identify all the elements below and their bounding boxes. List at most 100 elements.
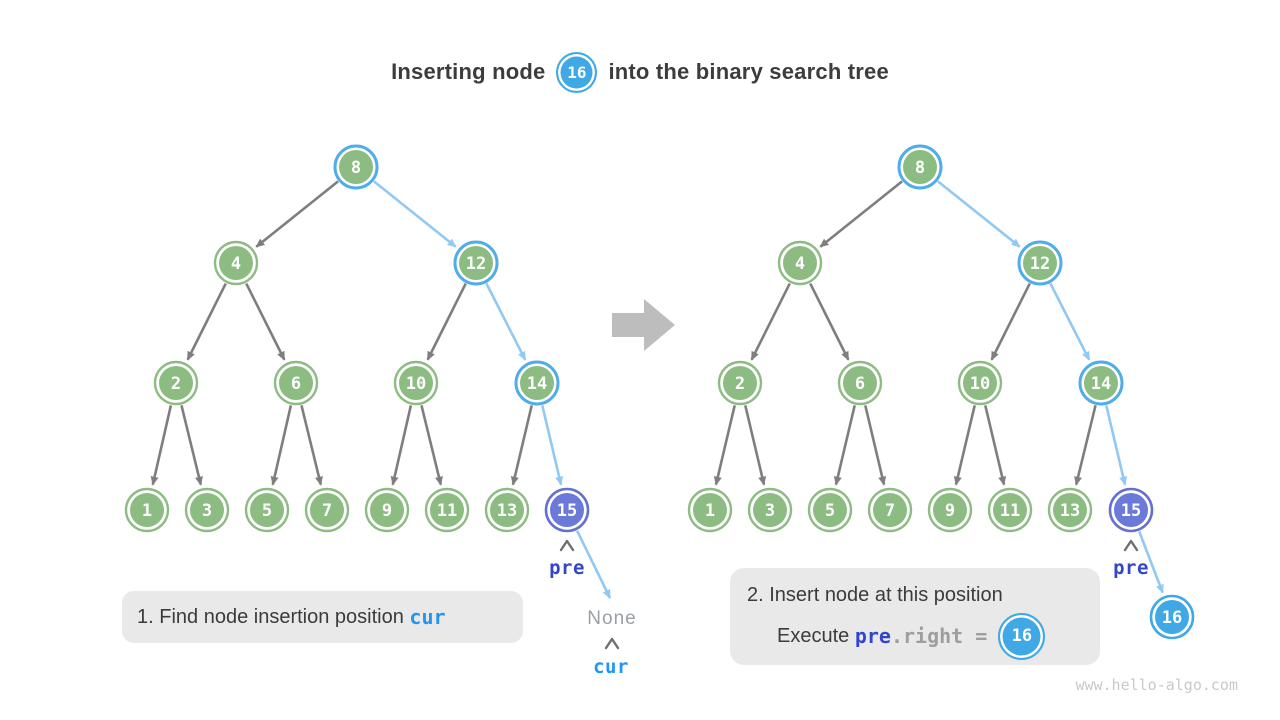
tree-edge xyxy=(390,405,413,486)
tree-node-label: 6 xyxy=(855,374,865,394)
tree-node-label: 5 xyxy=(262,501,272,521)
tree-edge xyxy=(819,180,903,248)
tree-node-label: 4 xyxy=(795,254,805,274)
tree-node-label: 15 xyxy=(557,501,577,521)
tree-node-label: 7 xyxy=(322,501,332,521)
tree-edge xyxy=(180,405,203,486)
tree-edge xyxy=(420,405,443,486)
tree-edge xyxy=(953,405,976,486)
caption-step2-pre-code: pre xyxy=(854,624,891,648)
tree-node-9: 9 xyxy=(927,487,973,533)
tree-node-13: 13 xyxy=(1047,487,1093,533)
pointer-label-none: None xyxy=(587,608,636,629)
tree-node-label: 12 xyxy=(466,254,486,274)
tree-node-9: 9 xyxy=(364,487,410,533)
tree-node-label: 11 xyxy=(1000,501,1020,521)
search-path-edge xyxy=(575,530,612,599)
tree-node-label: 14 xyxy=(1091,374,1111,394)
tree-node-label: 8 xyxy=(915,158,925,178)
tree-edge xyxy=(426,282,467,361)
tree-node-label: 15 xyxy=(1121,501,1141,521)
tree-edge xyxy=(255,180,339,248)
page-title: Inserting node 16 into the binary search… xyxy=(0,50,1280,94)
tree-node-label: 10 xyxy=(970,374,990,394)
tree-edge xyxy=(245,282,286,361)
tree-node-label: 16 xyxy=(1162,608,1182,628)
tree-node-1: 1 xyxy=(687,487,733,533)
search-path-edge xyxy=(937,180,1021,248)
tree-edge xyxy=(270,405,293,486)
pointer-caret-icon xyxy=(559,539,575,552)
caption-step2-line1: 2. Insert node at this position xyxy=(747,583,1003,606)
tree-node-label: 5 xyxy=(825,501,835,521)
tree-node-12: 12 xyxy=(453,240,499,286)
tree-node-15: 15 xyxy=(544,487,590,533)
tree-edge xyxy=(833,405,856,486)
caption-step1: 1. Find node insertion position cur xyxy=(122,591,523,643)
tree-node-10: 10 xyxy=(393,360,439,406)
tree-node-7: 7 xyxy=(304,487,350,533)
tree-node-11: 11 xyxy=(424,487,470,533)
tree-edge xyxy=(713,405,736,486)
tree-node-7: 7 xyxy=(867,487,913,533)
tree-node-label: 6 xyxy=(291,374,301,394)
tree-node-10: 10 xyxy=(957,360,1003,406)
caption-step1-cur-code: cur xyxy=(409,605,446,629)
tree-node-label: 9 xyxy=(382,501,392,521)
tree-node-label: 1 xyxy=(142,501,152,521)
tree-node-label: 10 xyxy=(406,374,426,394)
title-prefix: Inserting node xyxy=(391,59,546,84)
caption-step2-space2 xyxy=(987,625,998,648)
tree-edge xyxy=(750,282,791,361)
tree-node-label: 1 xyxy=(705,501,715,521)
caption-step2-line2: Execute pre .right = 16 xyxy=(747,612,1100,660)
tree-node-label: 11 xyxy=(437,501,457,521)
tree-node-2: 2 xyxy=(153,360,199,406)
tree-node-label: 3 xyxy=(202,501,212,521)
tree-node-2: 2 xyxy=(717,360,763,406)
title-suffix: into the binary search tree xyxy=(608,59,889,84)
tree-node-4: 4 xyxy=(213,240,259,286)
tree-node-3: 3 xyxy=(747,487,793,533)
tree-edge xyxy=(744,405,767,486)
tree-edge xyxy=(864,405,887,486)
tree-node-11: 11 xyxy=(987,487,1033,533)
tree-edge xyxy=(1074,405,1097,486)
tree-node-label: 3 xyxy=(765,501,775,521)
caption-node-16-chip: 16 xyxy=(998,612,1046,660)
transition-arrow-icon xyxy=(612,299,675,351)
pointer-label-pre: pre xyxy=(549,557,585,579)
tree-node-14: 14 xyxy=(1078,360,1124,406)
tree-node-1: 1 xyxy=(124,487,170,533)
tree-node-label: 14 xyxy=(527,374,547,394)
search-path-edge xyxy=(485,282,527,361)
tree-node-label: 8 xyxy=(351,158,361,178)
pointer-caret-icon xyxy=(1123,539,1139,552)
tree-node-label: 13 xyxy=(1060,501,1080,521)
tree-edge xyxy=(984,405,1007,486)
tree-node-16: 16 xyxy=(1149,594,1195,640)
tree-edge xyxy=(510,405,533,486)
tree-node-label: 4 xyxy=(231,254,241,274)
tree-node-13: 13 xyxy=(484,487,530,533)
tree-node-label: 2 xyxy=(735,374,745,394)
tree-node-label: 12 xyxy=(1030,254,1050,274)
tree-node-12: 12 xyxy=(1017,240,1063,286)
tree-node-3: 3 xyxy=(184,487,230,533)
tree-node-label: 2 xyxy=(171,374,181,394)
search-path-edge xyxy=(1049,282,1091,361)
caption-step2-execute: Execute xyxy=(777,624,850,647)
tree-node-6: 6 xyxy=(837,360,883,406)
tree-edge xyxy=(300,405,323,486)
tree-node-4: 4 xyxy=(777,240,823,286)
tree-edge xyxy=(150,405,173,486)
search-path-edge xyxy=(1138,531,1164,594)
tree-edge xyxy=(186,282,227,361)
tree-node-15: 15 xyxy=(1108,487,1154,533)
tree-node-8: 8 xyxy=(897,144,943,190)
tree-node-label: 7 xyxy=(885,501,895,521)
